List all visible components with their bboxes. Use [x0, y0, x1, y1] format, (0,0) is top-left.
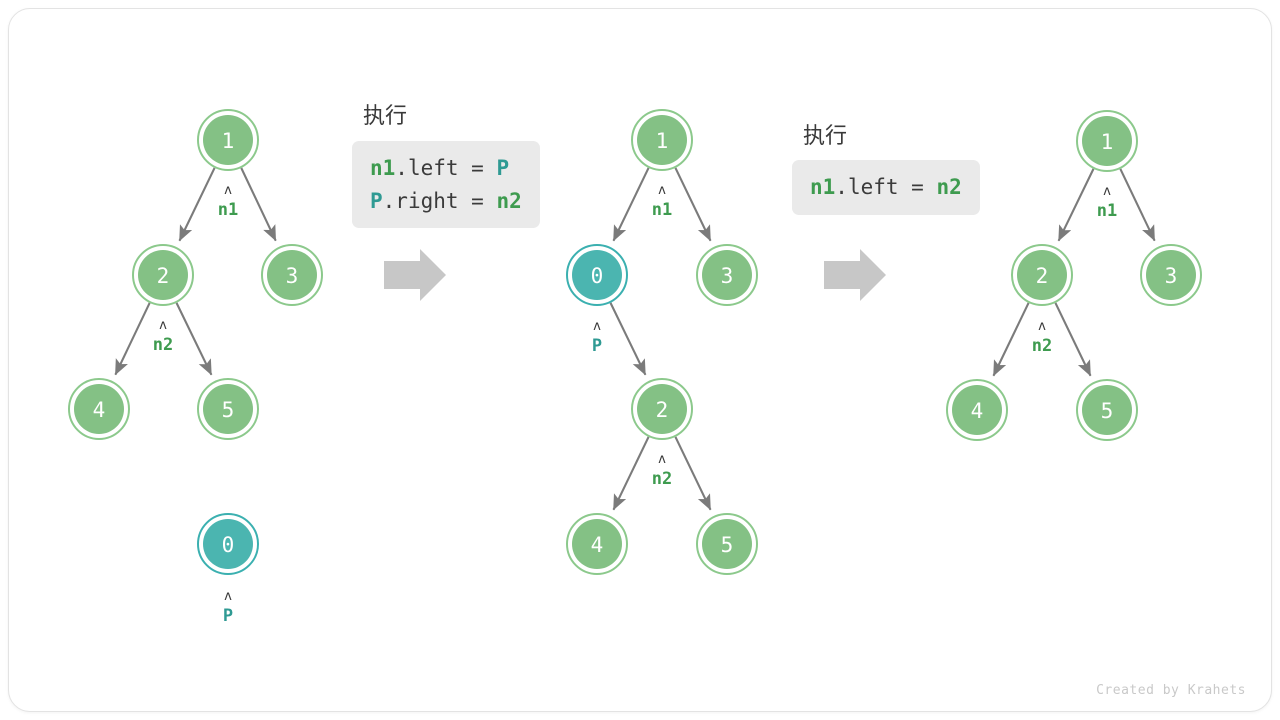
tree-node-value: 1: [656, 129, 669, 153]
tree-node-value: 2: [656, 398, 669, 422]
tree-node: 2: [631, 378, 693, 440]
tree-node-value: 1: [222, 129, 235, 153]
tree-node-value: 2: [1036, 264, 1049, 288]
tree-node: 5: [696, 513, 758, 575]
tree-edge: [674, 167, 712, 242]
pointer-name: n1: [1097, 201, 1117, 221]
tree-node: 0: [197, 513, 259, 575]
caret-icon: ʌ: [658, 183, 666, 198]
code-token: .right =: [382, 188, 497, 213]
code-token: P: [496, 156, 510, 180]
tree-edge: [175, 302, 213, 376]
tree-node: 3: [696, 244, 758, 306]
tree-edge: [178, 167, 216, 242]
tree-node: 0: [566, 244, 628, 306]
tree-node-value: 0: [591, 264, 604, 288]
code-token: .left =: [395, 156, 497, 180]
code-token: n1: [370, 156, 396, 180]
credit-text: Created by Krahets: [1096, 683, 1246, 698]
tree-edge: [612, 436, 650, 511]
tree-node-value: 5: [721, 533, 734, 557]
tree-node: 5: [1076, 379, 1138, 441]
tree-node: 3: [1140, 244, 1202, 306]
tree-edge: [992, 302, 1030, 377]
pointer-name: n2: [1032, 336, 1052, 356]
tree-node-value: 5: [1101, 399, 1114, 423]
code-token: n2: [936, 175, 962, 199]
tree-node: 1: [1076, 110, 1138, 172]
tree-node-value: 3: [721, 264, 734, 288]
tree-edge: [114, 302, 151, 376]
pointer-name: P: [592, 336, 602, 356]
tree-node-value: 5: [222, 398, 235, 422]
caret-icon: ʌ: [224, 589, 232, 604]
caret-icon: ʌ: [593, 319, 601, 334]
tree-panel-3: 1 2 3 4 5 ʌ n1 ʌ n2: [946, 110, 1202, 441]
pointer-label-n1: ʌ n1: [218, 183, 238, 220]
tree-node-value: 0: [222, 533, 235, 557]
tree-edge: [1054, 302, 1092, 377]
tree-node: 5: [197, 378, 259, 440]
pointer-label-n1: ʌ n1: [1097, 184, 1117, 221]
tree-node: 1: [631, 109, 693, 171]
caret-icon: ʌ: [159, 318, 167, 333]
tree-node-value: 1: [1101, 130, 1114, 154]
pointer-name: n2: [153, 335, 173, 355]
code-token: P: [370, 188, 383, 213]
caret-icon: ʌ: [658, 452, 666, 467]
pointer-name: n1: [652, 200, 672, 220]
step-heading-2: 执行: [803, 124, 848, 149]
tree-node-value: 3: [1165, 264, 1178, 288]
pointer-name: n1: [218, 200, 238, 220]
tree-node: 3: [261, 244, 323, 306]
tree-edge: [240, 167, 277, 242]
tree-edge: [1057, 168, 1095, 242]
code-line: n1.left = P: [370, 152, 522, 185]
tree-node: 4: [68, 378, 130, 440]
code-token: n2: [496, 188, 522, 213]
tree-node: 4: [566, 513, 628, 575]
code-token: n1: [810, 175, 836, 199]
code-block-step-2: n1.left = n2: [792, 160, 980, 215]
caret-icon: ʌ: [1038, 319, 1046, 334]
pointer-label-P: ʌP: [592, 319, 602, 356]
step-heading-1: 执行: [363, 104, 408, 129]
code-token: .left =: [835, 175, 937, 199]
tree-node: 2: [1011, 244, 1073, 306]
tree-node-value: 2: [157, 264, 170, 288]
tree-edge: [1119, 168, 1156, 242]
pointer-label-n2: ʌ n2: [153, 318, 173, 355]
tree-node-value: 4: [591, 533, 604, 557]
tree-node-value: 4: [971, 399, 984, 423]
pointer-name: n2: [652, 469, 672, 489]
caret-icon: ʌ: [224, 183, 232, 198]
pointer-label-P: ʌP: [223, 589, 233, 626]
tree-edge: [612, 167, 650, 242]
tree-node: 1: [197, 109, 259, 171]
caret-icon: ʌ: [1103, 184, 1111, 199]
pointer-label-n1: ʌ n1: [652, 183, 672, 220]
pointer-label-n2: ʌ n2: [1032, 319, 1052, 356]
tree-node-value: 3: [286, 264, 299, 288]
tree-node: 4: [946, 379, 1008, 441]
transition-arrow-icon: [384, 249, 446, 301]
pointer-name: P: [223, 606, 233, 626]
transition-arrow-icon: [824, 249, 886, 301]
tree-node: 2: [132, 244, 194, 306]
code-line: n1.left = n2: [810, 171, 962, 204]
code-line: P.right = n2: [370, 185, 522, 218]
tree-node-value: 4: [93, 398, 106, 422]
tree-edge: [674, 436, 712, 511]
tree-edge: [609, 302, 647, 376]
pointer-label-n2: ʌ n2: [652, 452, 672, 489]
